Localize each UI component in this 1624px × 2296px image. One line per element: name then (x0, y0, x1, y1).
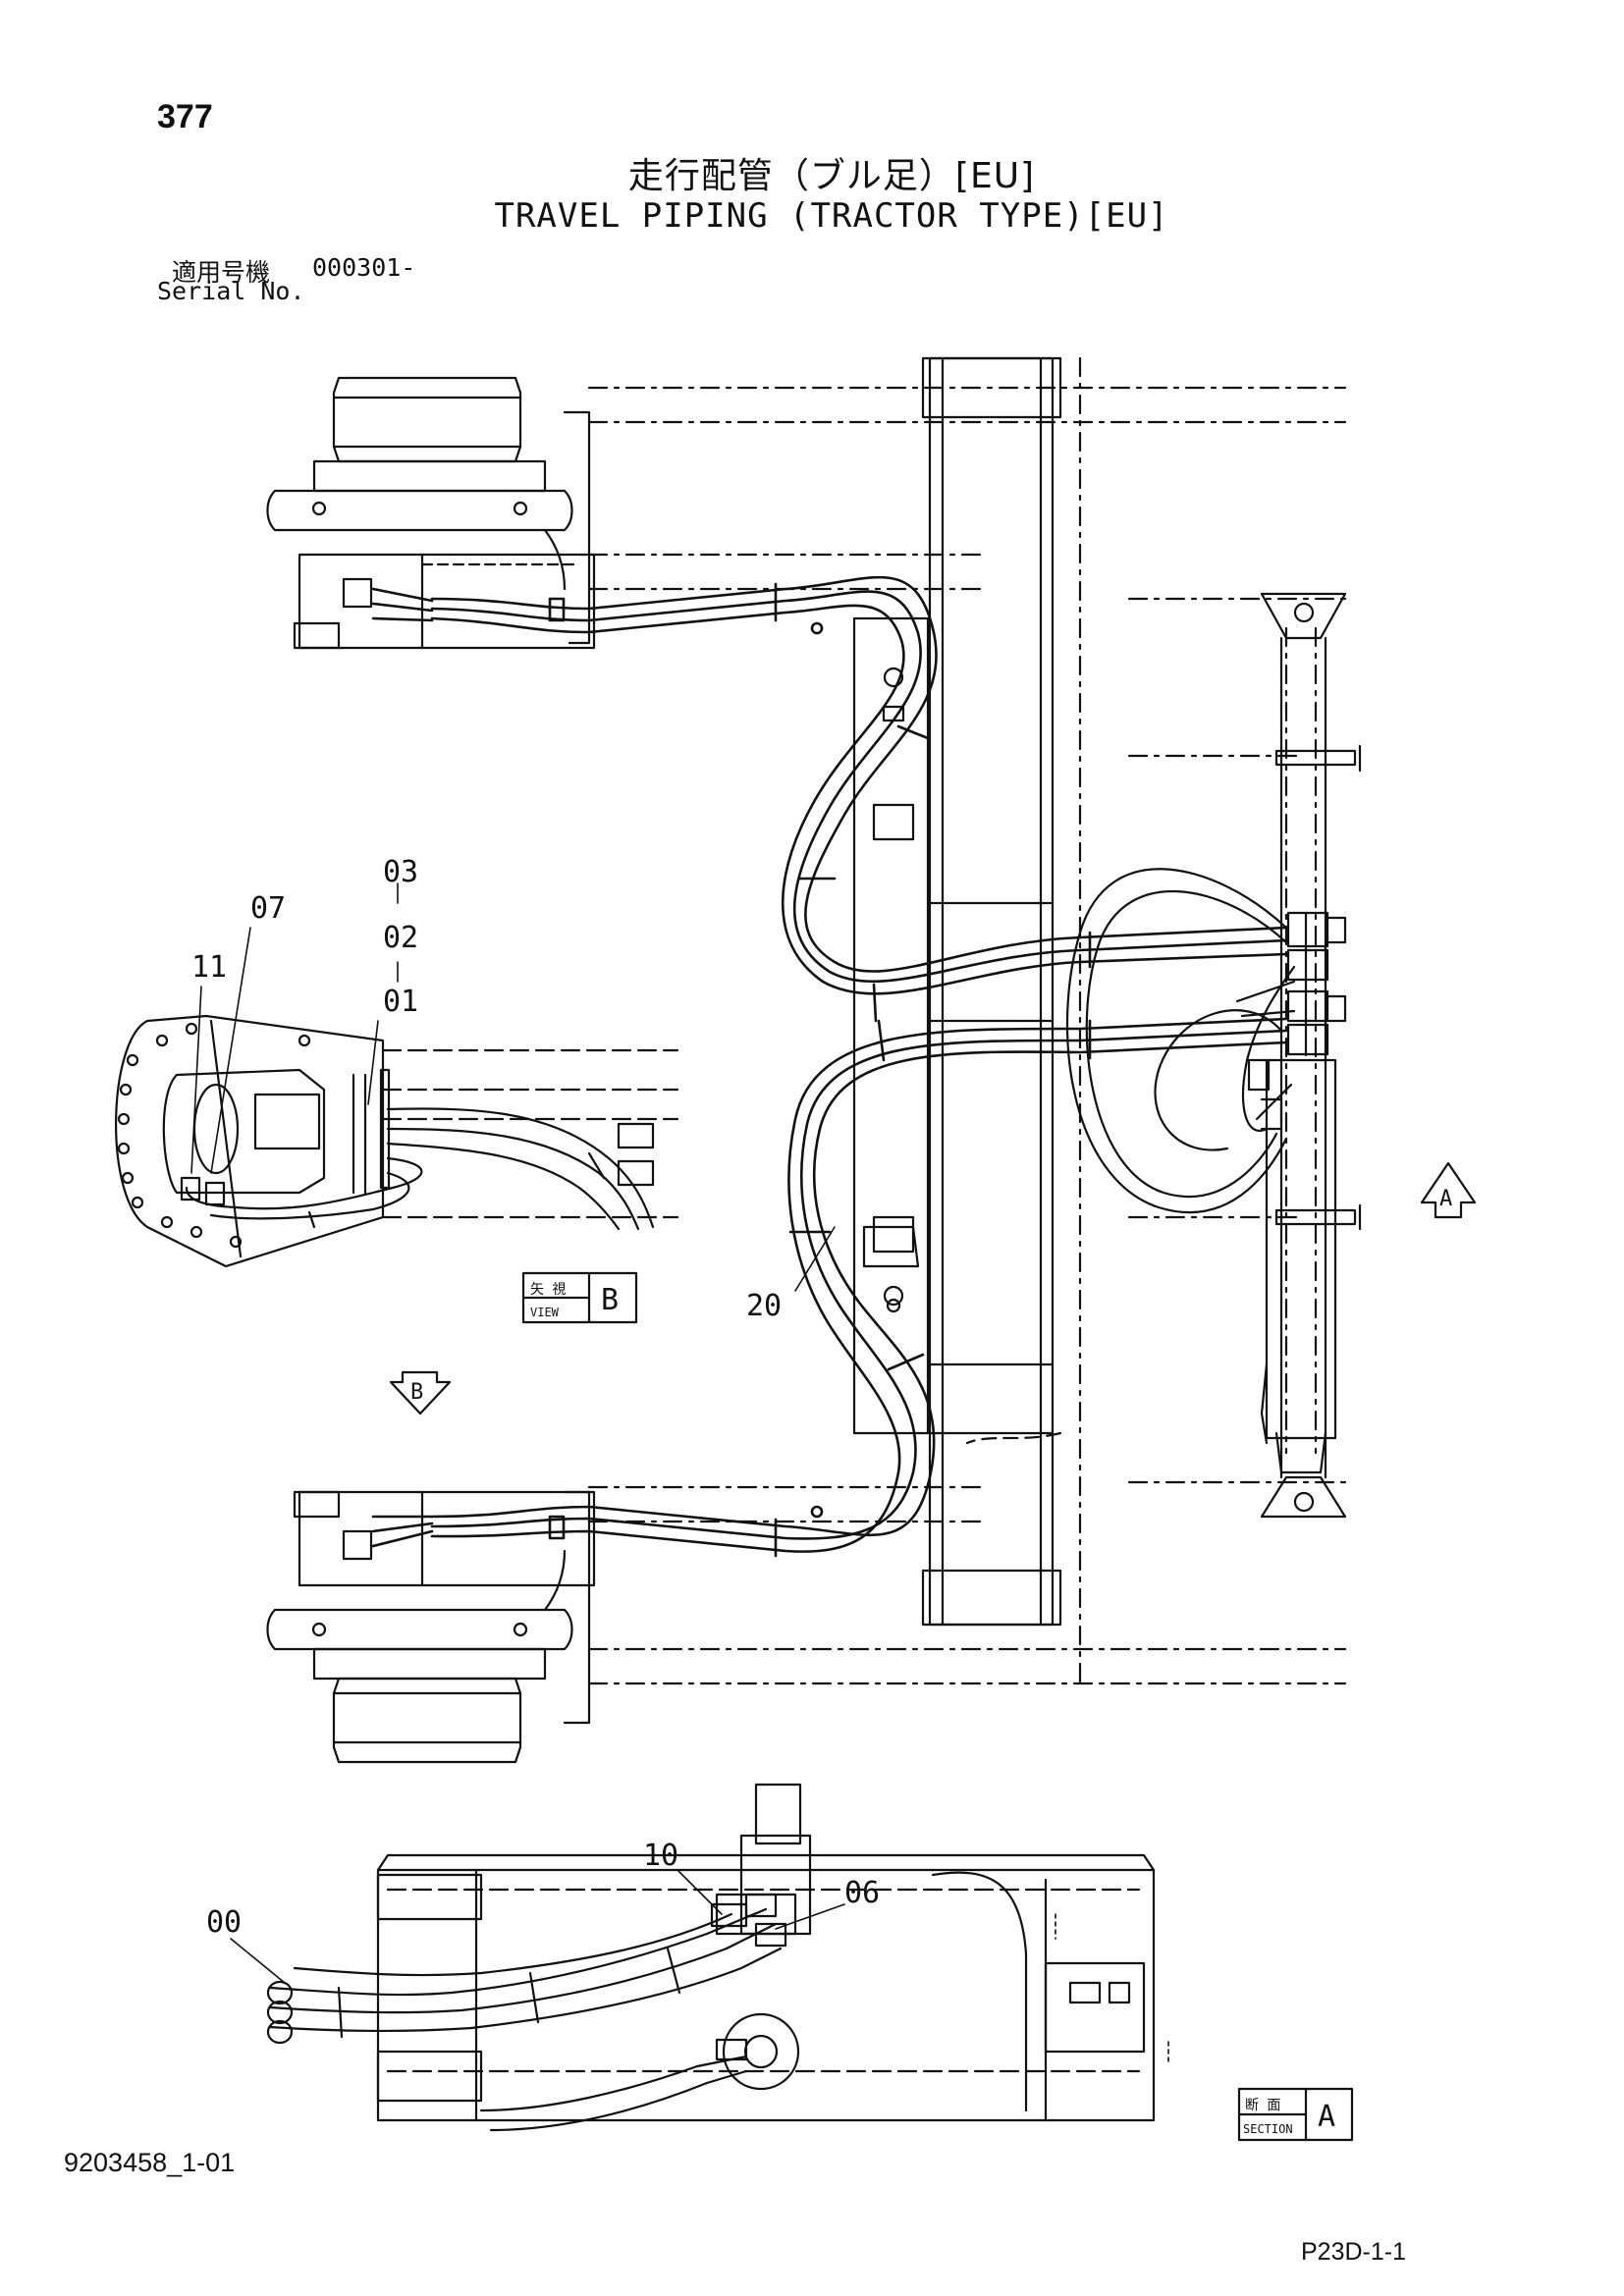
view-box-letter: B (601, 1283, 619, 1317)
view-arrow-b-shape (389, 1370, 452, 1415)
section-box-japanese: 断 面 (1245, 2098, 1280, 2113)
section-box-english: SECTION (1243, 2122, 1293, 2136)
serial-label-japanese: 適用号機 (172, 258, 271, 287)
section-a-label-box (1237, 2087, 1354, 2142)
callout-10: 10 (643, 1839, 678, 1873)
callout-11: 11 (191, 950, 227, 985)
loop-hoses-fittings (1065, 868, 1347, 1214)
view-b-detail (115, 1014, 679, 1268)
view-box-japanese: 矢 視 (530, 1282, 566, 1298)
section-a-detail (266, 1783, 1156, 2132)
track-frame (852, 356, 1062, 1627)
callout-02: 02 (383, 921, 418, 955)
section-arrow-a-letter: A (1439, 1187, 1452, 1211)
view-arrow-b-letter: B (410, 1380, 423, 1405)
view-b-label-box (521, 1271, 638, 1324)
bottom-travel-motor (266, 1490, 596, 1764)
right-supports (1247, 592, 1362, 1519)
title-english: TRAVEL PIPING (TRACTOR TYPE)[EU] (494, 196, 1169, 236)
serial-value: 000301- (312, 253, 416, 282)
title-japanese: 走行配管（ブル足）[EU] (627, 156, 1036, 196)
callout-07: 07 (250, 891, 286, 926)
section-arrow-a-shape (1420, 1161, 1477, 1219)
callout-20: 20 (746, 1289, 782, 1323)
travel-hoses (371, 575, 1288, 1558)
callout-00: 00 (206, 1905, 242, 1940)
view-box-english: VIEW (530, 1306, 560, 1319)
callout-06: 06 (844, 1876, 880, 1910)
document-code: 9203458_1-01 (64, 2148, 236, 2177)
callout-03: 03 (383, 855, 418, 889)
top-travel-motor (266, 376, 596, 650)
callout-01: 01 (383, 985, 418, 1019)
serial-label-english: Serial No. (157, 277, 305, 305)
leader-lines (190, 882, 1169, 2062)
section-box-letter: A (1318, 2100, 1335, 2134)
page-code: P23D-1-1 (1301, 2238, 1406, 2266)
page-number: 377 (157, 98, 213, 135)
